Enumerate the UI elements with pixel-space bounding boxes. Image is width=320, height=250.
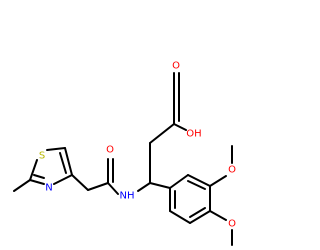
atom-label-methoxy-oxygen-lower: O	[228, 219, 236, 230]
bond-ring-2-double	[187, 180, 206, 190]
atom-label-thiazole-nitrogen: N	[45, 183, 52, 194]
atom-label-acid-oxygen: O	[172, 61, 180, 72]
bond-cooh-oh	[173, 123, 187, 131]
bond-ring-4	[189, 210, 211, 224]
bond-n-c2-double	[33, 174, 45, 179]
bond-ring-ome-lower	[209, 210, 227, 221]
bond-c4-n	[53, 174, 73, 185]
atom-label-sulfur: S	[39, 151, 45, 162]
bond-ch-aryl	[149, 182, 171, 189]
bond-n-c2	[29, 179, 45, 185]
bond-ch2-carbonyl	[87, 182, 109, 191]
atom-label-amide-oxygen: O	[106, 145, 114, 156]
bond-ring-ome-upper	[209, 175, 227, 187]
bond-ring-2	[187, 174, 211, 187]
bond-ch2-cooh	[149, 123, 175, 144]
atom-label-methoxy-oxygen-upper: O	[228, 165, 236, 176]
atom-label-amide-nh: NH	[120, 191, 135, 202]
atom-label-hydroxyl: OH	[186, 129, 201, 140]
bond-ring-4-double	[189, 207, 206, 218]
bond-s-c5	[46, 147, 66, 151]
bond-c5-c4	[64, 147, 73, 176]
bond-c2-s	[29, 159, 38, 181]
bond-c5-c4-double	[59, 152, 67, 174]
bond-methyl-c2	[13, 179, 31, 192]
bond-c4-ch2	[71, 174, 89, 191]
bond-nh-ch	[137, 182, 151, 192]
molecule-structure: S N NH O O OH O O	[13, 61, 236, 246]
bond-ring-1	[169, 174, 189, 189]
bond-ring-5	[169, 210, 191, 224]
bond-carbonyl-nh	[107, 182, 119, 195]
